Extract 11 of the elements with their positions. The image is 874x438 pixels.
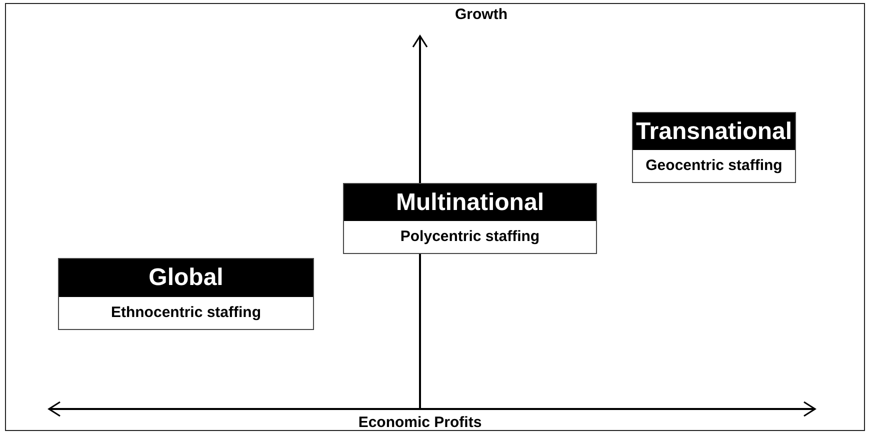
- card-description: Polycentric staffing: [399, 227, 541, 247]
- card-description: Ethnocentric staffing: [110, 303, 262, 323]
- axis-label: Growth: [455, 6, 508, 23]
- axis-label: Economic Profits: [358, 414, 482, 431]
- card-description: Geocentric staffing: [644, 156, 784, 176]
- card-heading: Transnational: [633, 113, 795, 150]
- position-card: [343, 183, 597, 254]
- position-card: [632, 112, 796, 183]
- card-heading: Multinational: [344, 184, 596, 221]
- position-card: [58, 258, 314, 330]
- card-heading: Global: [59, 259, 313, 297]
